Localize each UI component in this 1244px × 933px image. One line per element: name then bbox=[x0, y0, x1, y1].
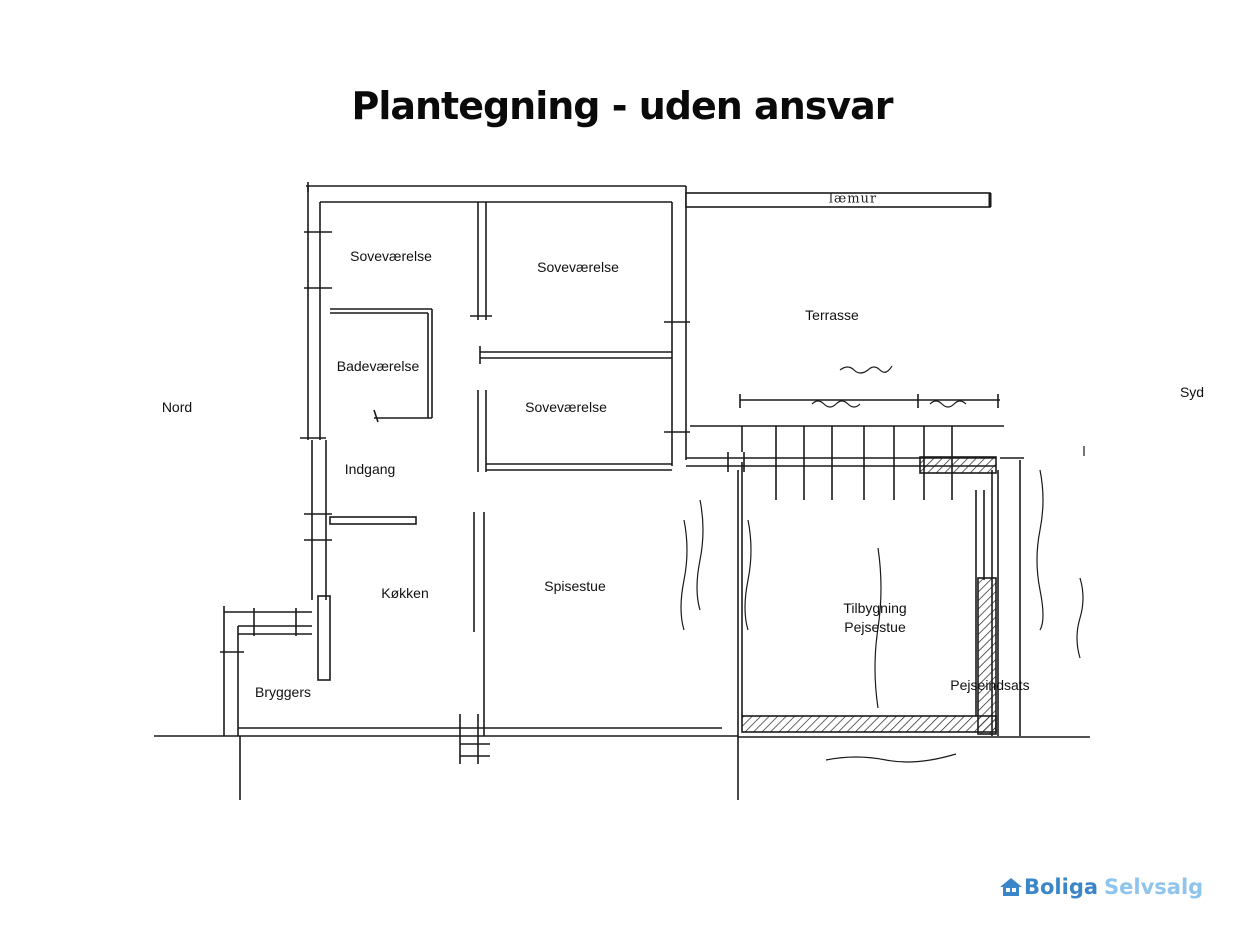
room-label-dining: Spisestue bbox=[544, 578, 606, 594]
compass-south: Syd bbox=[1179, 384, 1205, 400]
interior-wall-bedrooms bbox=[479, 346, 672, 471]
utility-walls bbox=[220, 595, 331, 736]
hatched-wall-fireplace bbox=[977, 577, 997, 735]
outer-wall-top bbox=[306, 182, 686, 203]
room-label-utility: Bryggers bbox=[254, 684, 312, 700]
room-label-bedroom-1: Soveværelse bbox=[350, 248, 432, 264]
bedroom-wall-right bbox=[664, 186, 690, 466]
interior-wall-middle bbox=[470, 202, 492, 736]
room-label-terrace: Terrasse bbox=[805, 307, 859, 323]
handwritten-dimensions bbox=[680, 365, 1085, 763]
laemur-label: læmur bbox=[828, 191, 878, 207]
logo-text-boliga: Boliga bbox=[1024, 875, 1099, 899]
outer-wall-bottom bbox=[154, 470, 1090, 800]
room-label-bedroom-2: Soveværelse bbox=[537, 259, 619, 275]
room-label-bedroom-3: Soveværelse bbox=[525, 399, 607, 415]
room-label-bathroom: Badeværelse bbox=[336, 358, 420, 374]
hatched-wall-top bbox=[919, 456, 997, 474]
hatched-wall-bottom bbox=[741, 715, 997, 733]
room-label-fireplace-room: Pejsestue bbox=[844, 619, 906, 635]
room-label-extension: Tilbygning bbox=[843, 600, 907, 616]
bathroom-walls bbox=[330, 308, 433, 423]
room-label-kitchen: Køkken bbox=[381, 585, 429, 601]
room-label-fireplace-insert: Pejseindsats bbox=[950, 677, 1030, 693]
house-icon bbox=[1000, 878, 1022, 896]
compass-north: Nord bbox=[161, 399, 193, 415]
page-title: Plantegning - uden ansvar bbox=[351, 84, 893, 128]
kitchen-partition bbox=[329, 516, 417, 525]
logo-text-selvsalg: Selvsalg bbox=[1104, 875, 1204, 899]
boliga-logo: Boliga Selvsalg bbox=[998, 875, 1203, 899]
outer-wall-left bbox=[300, 186, 332, 600]
room-label-entrance: Indgang bbox=[344, 461, 396, 477]
